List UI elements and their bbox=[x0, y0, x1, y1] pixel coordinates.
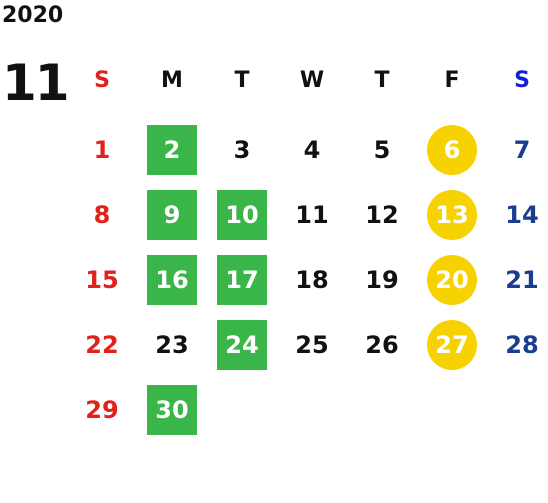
day-cell[interactable]: 1 bbox=[93, 136, 111, 164]
day-cell[interactable]: 12 bbox=[365, 201, 399, 229]
day-cell[interactable]: 25 bbox=[295, 331, 329, 359]
weekday-header: T bbox=[374, 67, 390, 93]
day-cell[interactable]: 19 bbox=[365, 266, 399, 294]
day-cell[interactable]: 18 bbox=[295, 266, 329, 294]
year-label: 2020 bbox=[2, 3, 64, 28]
weekday-header: M bbox=[161, 67, 183, 93]
day-cell[interactable]: 13 bbox=[427, 190, 477, 240]
day-cell[interactable]: 29 bbox=[85, 396, 119, 424]
weekday-header: W bbox=[299, 67, 325, 93]
day-cell[interactable]: 22 bbox=[85, 331, 119, 359]
day-cell[interactable]: 4 bbox=[303, 136, 321, 164]
weekday-header: S bbox=[514, 67, 530, 93]
month-number: 11 bbox=[2, 54, 70, 112]
day-cell[interactable]: 21 bbox=[505, 266, 539, 294]
day-cell[interactable]: 30 bbox=[147, 385, 197, 435]
day-cell[interactable]: 8 bbox=[93, 201, 111, 229]
day-cell[interactable]: 9 bbox=[147, 190, 197, 240]
day-cell[interactable]: 14 bbox=[505, 201, 539, 229]
day-cell[interactable]: 28 bbox=[505, 331, 539, 359]
day-cell[interactable]: 10 bbox=[217, 190, 267, 240]
day-cell[interactable]: 23 bbox=[155, 331, 189, 359]
day-cell[interactable]: 2 bbox=[147, 125, 197, 175]
day-cell[interactable]: 16 bbox=[147, 255, 197, 305]
day-cell[interactable]: 15 bbox=[85, 266, 119, 294]
day-cell[interactable]: 7 bbox=[513, 136, 531, 164]
day-cell[interactable]: 3 bbox=[233, 136, 251, 164]
day-cell[interactable]: 20 bbox=[427, 255, 477, 305]
weekday-header: S bbox=[94, 67, 110, 93]
day-cell[interactable]: 5 bbox=[373, 136, 391, 164]
day-cell[interactable]: 24 bbox=[217, 320, 267, 370]
day-cell[interactable]: 11 bbox=[295, 201, 329, 229]
weekday-header: F bbox=[444, 67, 460, 93]
day-cell[interactable]: 27 bbox=[427, 320, 477, 370]
weekday-header: T bbox=[234, 67, 250, 93]
day-cell[interactable]: 26 bbox=[365, 331, 399, 359]
day-cell[interactable]: 6 bbox=[427, 125, 477, 175]
day-cell[interactable]: 17 bbox=[217, 255, 267, 305]
